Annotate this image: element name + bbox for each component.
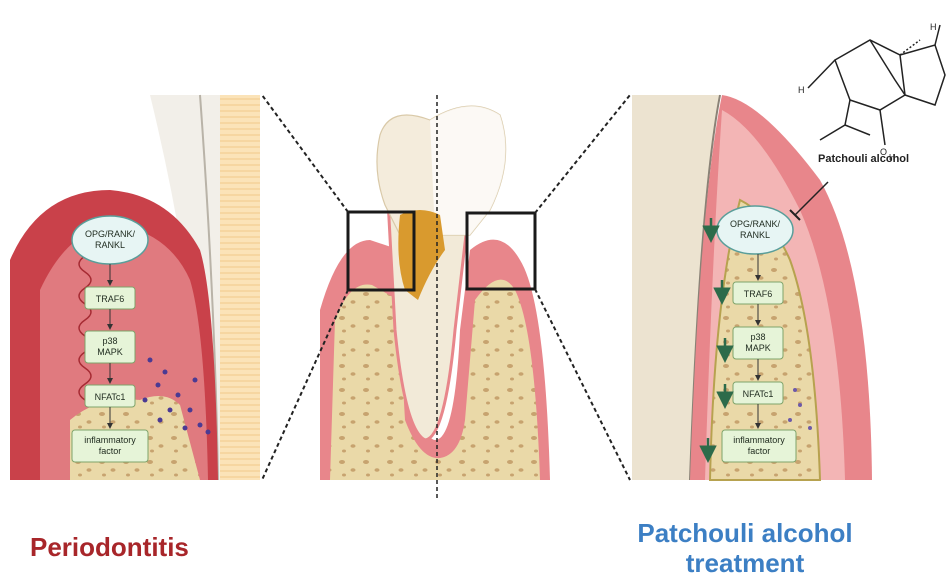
atom-h-label: H <box>798 85 805 95</box>
root-dentin <box>220 95 260 480</box>
left-nfatc1-label: NFATc1 <box>95 392 126 402</box>
right-title-line2: treatment <box>686 548 804 578</box>
right-panel-title: Patchouli alcohol treatment <box>610 518 880 578</box>
inhibitor-label: Patchouli alcohol <box>818 153 909 165</box>
right-title-line1: Patchouli alcohol <box>637 518 852 548</box>
atom-h-label: H <box>930 22 937 32</box>
right-traf6-label: TRAF6 <box>744 289 773 299</box>
left-zoom-panel <box>10 95 260 480</box>
left-traf6-label: TRAF6 <box>96 294 125 304</box>
center-tooth <box>262 95 630 500</box>
right-nfatc1-label: NFATc1 <box>743 389 774 399</box>
left-panel-title: Periodontitis <box>30 532 189 562</box>
